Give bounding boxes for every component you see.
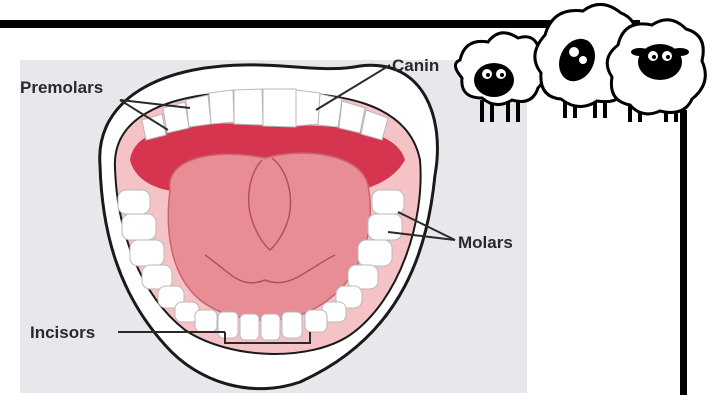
tooth [348,265,378,289]
tooth [368,214,402,240]
tooth [318,94,342,127]
tooth [130,240,164,266]
tooth [186,95,211,127]
tooth [263,89,296,127]
sheep-icon [607,20,705,122]
tooth [118,190,150,214]
label-canine: Canin [392,56,439,75]
tooth [296,90,320,126]
tooth [195,310,217,332]
label-molars: Molars [458,233,513,252]
sheep-icon [455,33,546,122]
label-incisors: Incisors [30,323,95,342]
tooth [305,310,327,332]
tooth [372,190,404,214]
tooth [218,312,238,338]
tooth [234,89,263,125]
tooth [142,265,172,289]
tooth [282,312,302,338]
tooth [358,240,392,266]
label-premolars: Premolars [20,78,103,97]
tooth [122,214,156,240]
tooth [240,314,259,340]
tooth [261,314,280,340]
tooth [209,90,234,124]
